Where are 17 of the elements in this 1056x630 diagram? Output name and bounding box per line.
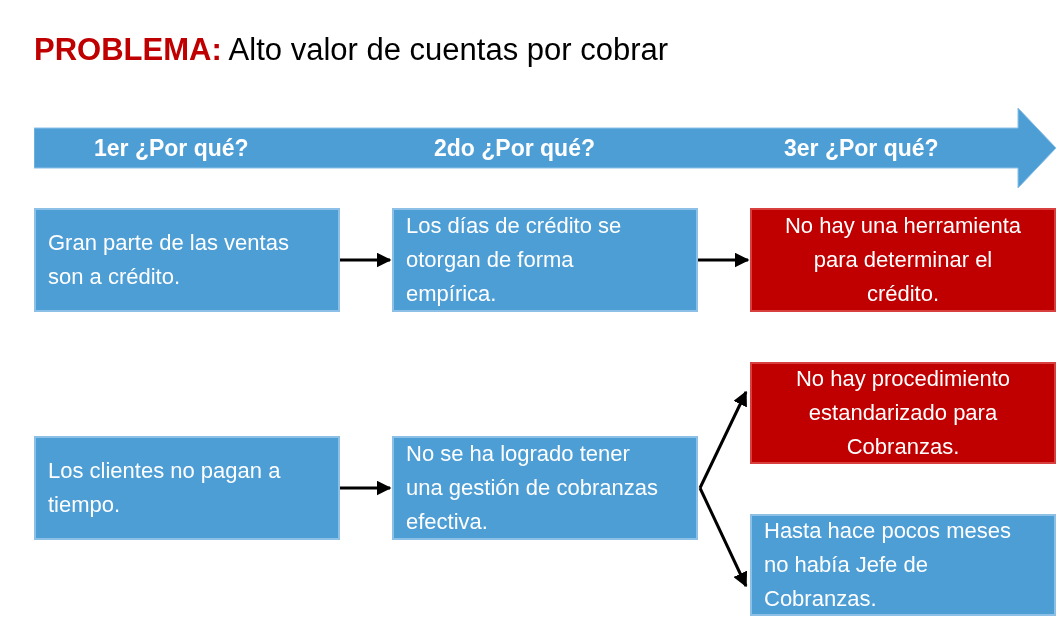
cause-box: No se ha logrado tener una gestión de cobranzas efectiva. xyxy=(392,436,698,540)
root-cause-box: No hay una herramienta para determinar el crédito. xyxy=(750,208,1056,312)
arrow xyxy=(698,390,748,489)
arrow-band xyxy=(34,108,1056,188)
arrow xyxy=(698,252,750,268)
cause-box: Los clientes no pagan a tiempo. xyxy=(34,436,340,540)
title: PROBLEMA: Alto valor de cuentas por cobrar xyxy=(34,31,669,69)
arrow xyxy=(340,480,392,496)
column-heading: 3er ¿Por qué? xyxy=(784,134,939,162)
column-heading: 1er ¿Por qué? xyxy=(94,134,249,162)
arrow xyxy=(340,252,392,268)
cause-box: Hasta hace pocos meses no había Jefe de Cobranzas. xyxy=(750,514,1056,616)
cause-box: Los días de crédito se otorgan de forma empírica. xyxy=(392,208,698,312)
root-cause-box: No hay procedimiento estandarizado para Cobranzas. xyxy=(750,362,1056,464)
arrow xyxy=(698,487,748,588)
column-heading: 2do ¿Por qué? xyxy=(434,134,595,162)
cause-box: Gran parte de las ventas son a crédito. xyxy=(34,208,340,312)
